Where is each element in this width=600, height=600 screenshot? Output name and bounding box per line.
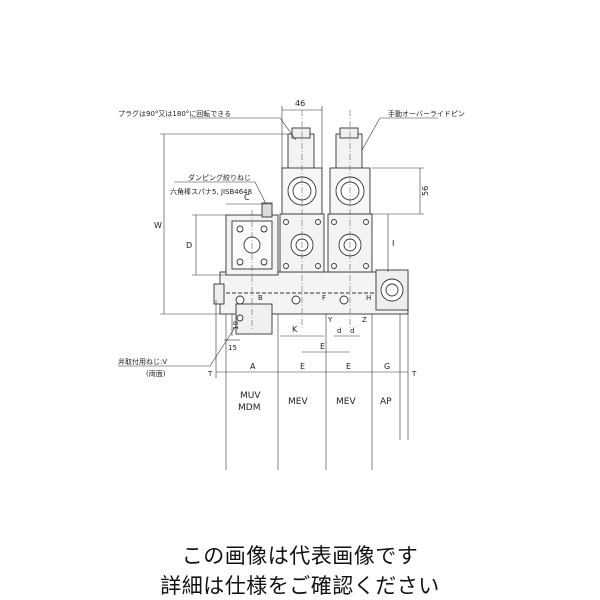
dim-C: C: [244, 193, 250, 202]
dim-Y: Y: [327, 316, 333, 324]
left-module-bolt-4: [260, 258, 268, 266]
sol2-bolt-3: [331, 263, 337, 269]
damping-screw: [261, 202, 273, 218]
sol1-bolt-1: [283, 219, 289, 225]
callout-hex: 六角棒スパナ5, JISB4648: [170, 187, 252, 196]
dim-I: I: [392, 239, 394, 248]
dim-T-right: T: [411, 370, 417, 378]
callout-damping: ダンピング絞りねじ: [188, 173, 251, 182]
right-port: [380, 278, 404, 302]
dim-15: 15: [228, 344, 237, 352]
base-hole-2: [291, 295, 301, 305]
caption-line-2: 詳細は仕様をご確認ください: [160, 574, 440, 598]
dim-d-2: d: [350, 327, 354, 335]
dim-46: 46: [295, 99, 305, 108]
callout-plug: プラグは90°又は180°に回転できる: [118, 109, 231, 118]
sol2-plug-top: [339, 127, 359, 139]
dim-10: 10: [232, 321, 240, 330]
dim-F: F: [322, 294, 326, 302]
dim-G: G: [384, 362, 390, 371]
dim-B: B: [258, 294, 263, 302]
left-module-bolt-1: [236, 225, 244, 233]
dim-H: H: [366, 294, 371, 302]
dim-W: W: [154, 221, 162, 230]
dim-d-1: d: [337, 327, 341, 335]
leader-damping: [174, 181, 267, 205]
sol1-bolt-2: [315, 219, 321, 225]
col-mdm: MDM: [238, 403, 260, 413]
dim-A: A: [250, 362, 256, 371]
dim-E-2: E: [346, 362, 351, 371]
dim-E-1: E: [300, 362, 305, 371]
left-module-bolt-3: [236, 258, 244, 266]
callout-override: 手動オーバーライドピン: [388, 109, 465, 118]
leader-override: [361, 117, 438, 151]
leader-v: [118, 325, 237, 367]
dim-D: D: [186, 241, 192, 250]
sol1-plug: [287, 133, 315, 171]
leader-plug: [190, 117, 297, 141]
callout-both-sides: (両面): [146, 370, 166, 378]
col-muv: MUV: [240, 391, 261, 401]
col-mev-2: MEV: [336, 397, 356, 407]
left-end-block: [213, 283, 225, 305]
base-hole-3: [339, 295, 349, 305]
sol2-bolt-4: [363, 263, 369, 269]
sol2-bolt-2: [363, 219, 369, 225]
callout-v: 弁取付用ねじ:V: [118, 357, 167, 366]
left-module-bolt-2: [260, 225, 268, 233]
dim-E-top: E: [320, 342, 325, 351]
sol2-plug: [335, 133, 363, 171]
sol2-bolt-1: [331, 219, 337, 225]
dim-K: K: [292, 325, 298, 334]
base-hole-4: [236, 314, 244, 322]
sol1-plug-top: [291, 127, 311, 139]
col-mev-1: MEV: [288, 397, 308, 407]
col-ap: AP: [380, 397, 392, 407]
sol1-bolt-3: [283, 263, 289, 269]
caption-line-1: この画像は代表画像です: [181, 544, 419, 568]
base-hole-1: [235, 295, 245, 305]
dim-T-left: T: [207, 370, 213, 378]
sol1-bolt-4: [315, 263, 321, 269]
right-port-inner: [385, 283, 399, 297]
dim-Z: Z: [362, 316, 367, 324]
dim-56: 56: [421, 186, 430, 196]
